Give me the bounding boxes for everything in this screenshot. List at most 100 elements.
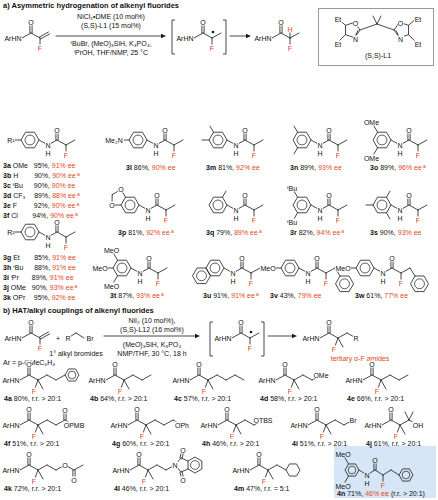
compound-caption: 3aOMe95%,91% ee	[3, 162, 78, 169]
atom-label: O	[256, 451, 262, 458]
bond	[194, 33, 203, 38]
atom-label: H	[305, 277, 311, 284]
atom-label: H	[45, 241, 51, 248]
footnote-mark: a	[75, 212, 78, 217]
bond	[31, 33, 40, 38]
ring	[345, 464, 359, 476]
compound-caption: 4a80%, r.r. > 20:1	[4, 395, 63, 402]
atom-label: ArHN	[88, 377, 106, 384]
atom-label: N	[233, 207, 239, 214]
ring	[129, 132, 147, 148]
atom-label: ArHN	[254, 35, 272, 42]
atom-label: ArHN	[200, 422, 218, 429]
atom-label: N	[364, 472, 370, 479]
bracket	[172, 20, 175, 54]
atom-label: Et	[334, 16, 342, 23]
ring	[356, 260, 374, 276]
ee-value: 89% ee	[234, 229, 258, 236]
ee-value: 46% ee	[365, 490, 389, 497]
yield: 51%, r.r. > 20:1	[12, 440, 59, 447]
yield: 89%,	[32, 274, 48, 281]
bond	[158, 268, 167, 273]
ee-value: 91% ee	[50, 274, 74, 281]
compound-caption: 4k72%, r.r. > 20:1	[4, 485, 63, 492]
bond	[157, 205, 166, 210]
compound-number: 4n	[337, 490, 345, 497]
atom-label: O	[154, 192, 160, 199]
compound-number: 4k	[4, 485, 12, 492]
atom-label: ArHN	[2, 377, 20, 384]
bond	[308, 420, 317, 425]
atom-label: O	[180, 477, 186, 484]
reagent: NMP/THF, 30 °C, 18 h	[117, 350, 186, 357]
ee-value: 90% ee	[52, 182, 76, 189]
bond	[294, 126, 298, 132]
compound-caption: 3s90%,93% ee	[370, 229, 424, 236]
bond	[165, 140, 174, 145]
substituent: H	[13, 172, 32, 179]
compound-caption: 4g60%, r.r. > 20:1	[112, 440, 171, 447]
bond	[146, 420, 155, 425]
atom-label: N	[352, 35, 358, 42]
bond	[254, 140, 263, 145]
atom-label: H	[397, 214, 403, 221]
atom-label: O	[180, 447, 186, 454]
bond	[409, 140, 418, 145]
bond	[405, 412, 409, 420]
bond	[208, 375, 217, 380]
bond	[38, 375, 47, 380]
substituent: Cl	[11, 212, 30, 219]
compound-number: 3w	[355, 292, 364, 299]
bond	[133, 375, 142, 380]
bond	[29, 375, 38, 380]
bond	[139, 465, 148, 470]
ee-value: 88% ee	[52, 192, 76, 199]
bond	[41, 334, 50, 339]
substituent: OMe	[11, 284, 30, 291]
compound-number: 3j	[3, 284, 9, 291]
compound-caption: 4i51%, r.r. > 20:1	[292, 440, 349, 447]
atom-label: O	[162, 127, 168, 134]
bond	[38, 470, 43, 479]
atom-label: O	[372, 457, 378, 464]
atom-label: ArHN	[302, 335, 320, 342]
bond	[387, 191, 391, 197]
bond	[366, 205, 373, 206]
bond	[409, 205, 418, 210]
bond	[106, 375, 115, 380]
atom-label: R	[65, 335, 71, 342]
bond	[199, 375, 208, 380]
compound-caption: 4m47%, r.r. = 5:1	[234, 485, 292, 492]
highlight-box: NHOFMeOMeO4n71%,46% ee(r.r. > 20:1)	[334, 446, 436, 498]
reagent: (S,S)-L1 (15 mol%)	[81, 22, 141, 29]
atom-label: ArHN	[4, 35, 22, 42]
atom-label: O	[224, 406, 230, 413]
compound-caption: 3eF92%,90% eea	[3, 202, 81, 209]
atom-label: O	[406, 192, 412, 199]
bond	[392, 268, 401, 273]
bond	[245, 140, 254, 145]
atom-label: F	[335, 152, 340, 159]
bond	[38, 425, 43, 434]
bond	[38, 465, 47, 470]
yield: 51%, r.r. > 20:1	[300, 440, 347, 447]
atom-label: ArHN	[364, 422, 382, 429]
bond	[377, 24, 394, 30]
ring	[209, 197, 227, 213]
atom-label: F	[201, 388, 206, 395]
atom-label: O	[369, 361, 375, 368]
ring	[125, 200, 135, 210]
substituent: OPr	[13, 294, 32, 301]
ee-value: 93% ee	[136, 292, 160, 299]
atom-label: H	[137, 277, 143, 284]
atom-label: O	[239, 255, 245, 262]
bond	[223, 191, 227, 197]
reagent: (MeO)₃SiH, K₃PO₄	[123, 341, 181, 348]
compound-caption: 3n89%,93% ee	[290, 164, 344, 171]
bond	[104, 336, 196, 337]
bond	[363, 375, 372, 380]
bond	[56, 375, 65, 380]
compound-number: 3u	[203, 292, 211, 299]
yield: 43%,	[280, 292, 296, 299]
bond	[39, 332, 48, 337]
